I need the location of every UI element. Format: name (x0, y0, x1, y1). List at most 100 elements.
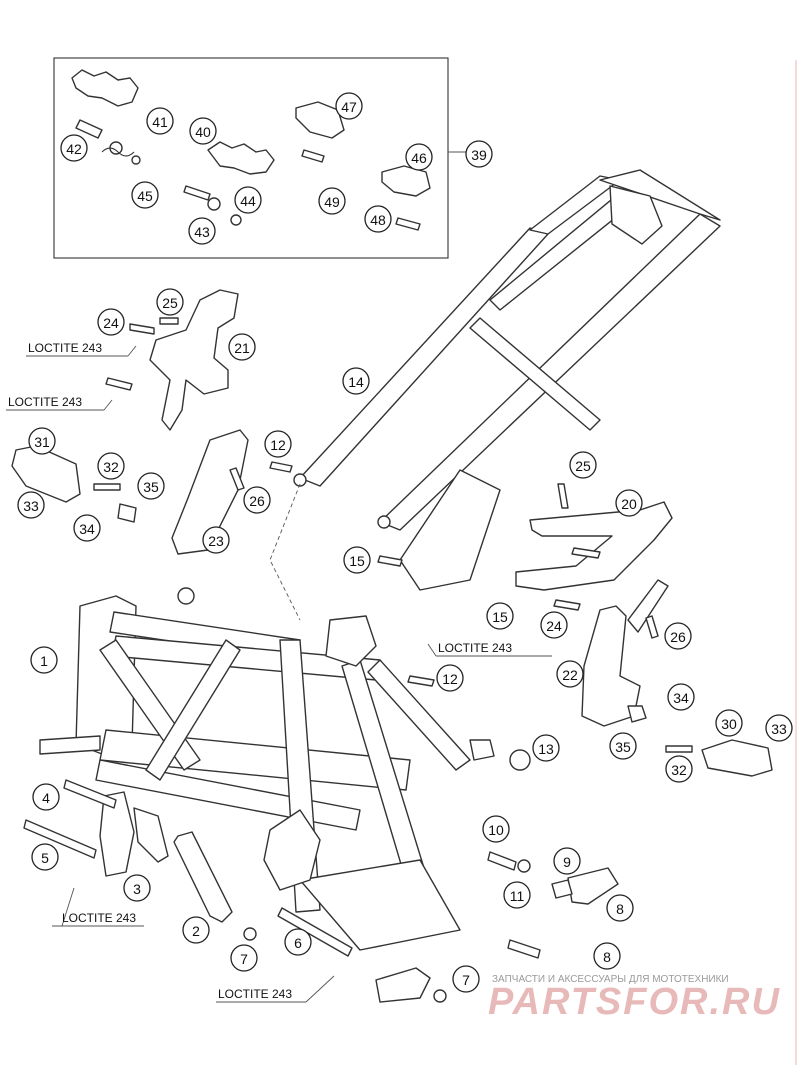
callout-number: 21 (234, 340, 250, 356)
callout-35: 35 (137, 472, 165, 500)
callout-8: 8 (593, 942, 621, 970)
callout-circle (405, 143, 433, 171)
callout-22: 22 (556, 660, 584, 688)
callout-number: 8 (603, 949, 611, 965)
callout-number: 34 (79, 521, 95, 537)
callout-1: 1 (30, 646, 58, 674)
callout-45: 45 (131, 181, 159, 209)
callout-number: 14 (348, 374, 364, 390)
callout-number: 34 (673, 690, 689, 706)
callout-number: 6 (294, 935, 302, 951)
callout-40: 40 (189, 117, 217, 145)
callout-number: 43 (194, 224, 210, 240)
callout-32: 32 (97, 452, 125, 480)
callout-6: 6 (284, 928, 312, 956)
callout-circle (765, 714, 793, 742)
callout-circle (230, 944, 258, 972)
callout-49: 49 (318, 187, 346, 215)
callout-25: 25 (156, 288, 184, 316)
callout-circle (569, 451, 597, 479)
callout-circle (123, 874, 151, 902)
callout-number: 31 (34, 434, 50, 450)
callout-circle (503, 881, 531, 909)
callout-number: 33 (23, 498, 39, 514)
callout-24: 24 (97, 308, 125, 336)
callout-number: 45 (137, 188, 153, 204)
callout-number: 39 (471, 147, 487, 163)
callout-7: 7 (452, 965, 480, 993)
callout-number: 23 (208, 533, 224, 549)
callout-circle (131, 181, 159, 209)
callout-number: 13 (538, 741, 554, 757)
callout-circle (202, 526, 230, 554)
callout-circle (243, 486, 271, 514)
callout-number: 11 (510, 888, 525, 904)
loctite-label: LOCTITE 243 (62, 911, 136, 925)
callout-circle (540, 611, 568, 639)
callout-circle (97, 452, 125, 480)
callout-47: 47 (335, 92, 363, 120)
callout-number: 41 (152, 114, 168, 130)
callout-5: 5 (31, 843, 59, 871)
callout-circle (553, 847, 581, 875)
callout-26: 26 (664, 622, 692, 650)
callout-number: 48 (370, 212, 386, 228)
callout-34: 34 (73, 514, 101, 542)
callout-12: 12 (436, 664, 464, 692)
callout-number: 25 (162, 295, 178, 311)
callout-48: 48 (364, 205, 392, 233)
callout-circle (364, 205, 392, 233)
callout-33: 33 (765, 714, 793, 742)
rear-step-bracket (515, 501, 673, 591)
left-footrest-bracket (149, 289, 239, 431)
callout-20: 20 (615, 489, 643, 517)
callout-13: 13 (532, 734, 560, 762)
callout-number: 42 (66, 141, 82, 157)
callout-number: 26 (249, 493, 265, 509)
callout-number: 32 (103, 459, 119, 475)
callout-circle (60, 134, 88, 162)
callout-number: 26 (670, 629, 686, 645)
callout-circle (342, 367, 370, 395)
callout-circle (615, 489, 643, 517)
callout-number: 15 (349, 553, 365, 569)
callout-number: 4 (42, 790, 50, 806)
callout-21: 21 (228, 333, 256, 361)
callout-43: 43 (188, 217, 216, 245)
callout-number: 12 (270, 437, 286, 453)
callout-circle (188, 217, 216, 245)
callout-number: 25 (575, 458, 591, 474)
left-footpeg (11, 445, 81, 503)
callout-circle (31, 843, 59, 871)
mounting-guide-line (269, 483, 301, 621)
callout-circle (482, 815, 510, 843)
callout-12: 12 (264, 430, 292, 458)
callout-10: 10 (482, 815, 510, 843)
callout-circle (284, 928, 312, 956)
callout-circle (335, 92, 363, 120)
callout-42: 42 (60, 134, 88, 162)
right-footpeg (701, 739, 773, 777)
callout-number: 7 (240, 951, 248, 967)
callout-number: 8 (616, 901, 624, 917)
callout-circle (593, 942, 621, 970)
loctite-leaders (6, 345, 552, 1003)
callout-number: 30 (721, 716, 737, 732)
callout-number: 1 (40, 653, 48, 669)
loctite-label: LOCTITE 243 (8, 395, 82, 409)
callout-circle (17, 491, 45, 519)
callout-2: 2 (182, 916, 210, 944)
footpeg-kit-box (53, 57, 449, 259)
callout-circle (343, 546, 371, 574)
right-footrest-mount (581, 605, 641, 727)
callout-circle (556, 660, 584, 688)
callout-number: 40 (195, 124, 211, 140)
callout-4: 4 (32, 783, 60, 811)
callout-circle (436, 664, 464, 692)
callout-number: 3 (133, 881, 141, 897)
callout-11: 11 (503, 881, 531, 909)
main-frame (39, 595, 495, 951)
callout-circle (97, 308, 125, 336)
callout-number: 35 (615, 739, 631, 755)
callout-circle (609, 732, 637, 760)
